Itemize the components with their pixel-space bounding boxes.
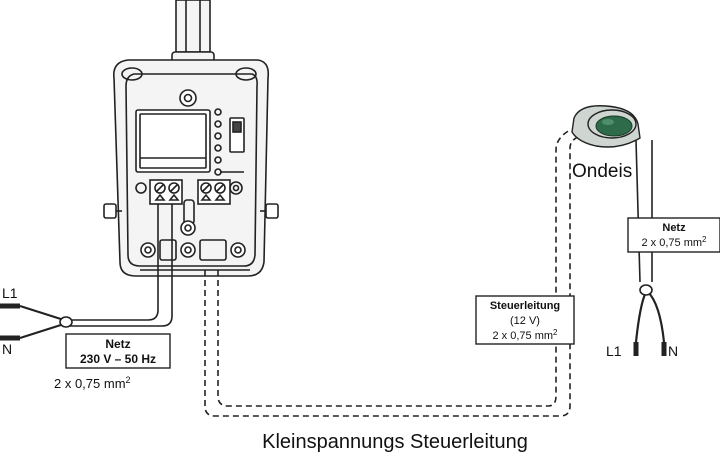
- left-terminal-l1: L1: [2, 285, 18, 301]
- right-terminal-l1: L1: [606, 343, 622, 359]
- control-cable: [204, 129, 581, 417]
- sensor-label: Ondeis: [572, 161, 632, 182]
- bottom-caption: Kleinspannungs Steuerleitung: [262, 431, 528, 453]
- control-line-box: Steuerleitung (12 V) 2 x 0,75 mm2: [475, 295, 575, 345]
- left-terminal-n: N: [2, 341, 12, 357]
- right-supply-spec: 2 x 0,75 mm2: [642, 235, 708, 249]
- mains-cable-left: [0, 204, 173, 341]
- control-line-spec: 2 x 0,75 mm2: [493, 328, 559, 342]
- ondeis-sensor: [571, 105, 641, 148]
- right-terminal-n: N: [668, 343, 678, 359]
- control-line-title: Steuerleitung: [490, 300, 560, 312]
- mains-cable-right: [633, 139, 667, 356]
- right-supply-box: Netz 2 x 0,75 mm2: [627, 217, 720, 253]
- control-line-voltage: (12 V): [510, 315, 540, 327]
- control-unit: [103, 0, 279, 277]
- left-cable-spec: 2 x 0,75 mm2: [54, 375, 131, 391]
- left-supply-box: Netz 230 V – 50 Hz: [65, 333, 171, 369]
- right-supply-title: Netz: [662, 222, 686, 234]
- left-supply-title: Netz: [105, 337, 130, 351]
- left-supply-rating: 230 V – 50 Hz: [80, 352, 156, 366]
